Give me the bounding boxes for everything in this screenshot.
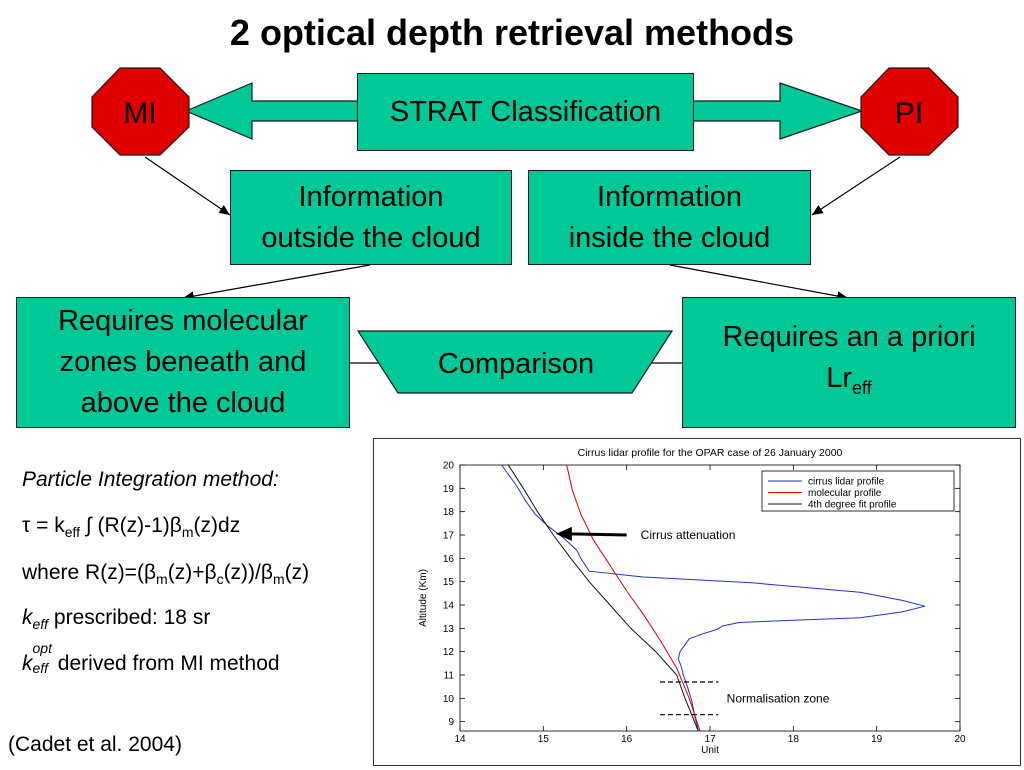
formula-r: where R(z)=(βm(z)+βc(z))/βm(z) — [22, 561, 309, 587]
comparison-shape — [356, 330, 674, 394]
keff-prescribed: keff prescribed: 18 sr — [22, 606, 210, 632]
page-title: 2 optical depth retrieval methods — [229, 12, 795, 53]
lidar-chart-frame: Cirrus lidar profile for the OPAR case o… — [373, 438, 1021, 766]
beta-m-subscript: m — [181, 524, 194, 541]
chart-title: Cirrus lidar profile for the OPAR case o… — [578, 447, 843, 459]
x-tick-label: 15 — [538, 734, 550, 745]
beta-symbol: β — [169, 514, 182, 537]
info-outside-line1: Information — [298, 180, 444, 213]
strat-label: STRAT Classification — [389, 95, 662, 128]
r-mid2: (z))/ — [223, 561, 261, 584]
y-tick-label: 10 — [443, 694, 455, 705]
mi-stop-sign — [91, 67, 190, 156]
beta-symbol: β — [204, 561, 217, 584]
y-tick-label: 17 — [443, 531, 455, 542]
tau-symbol: τ — [22, 514, 31, 537]
cirrus-attenuation-label: Cirrus attenuation — [641, 528, 736, 542]
mi-label: MI — [123, 97, 156, 130]
comparison-label: Comparison — [438, 348, 594, 380]
keff-subscript: eff — [32, 616, 49, 633]
x-tick-label: 14 — [454, 734, 466, 745]
requires-apriori-line1: Requires an a priori — [722, 320, 976, 353]
beta-m-subscript: m — [272, 571, 285, 588]
y-tick-label: 9 — [448, 717, 454, 728]
requires-molecular-line1: Requires molecular — [58, 305, 308, 337]
y-tick-label: 13 — [443, 624, 455, 635]
formula-eq: = k — [30, 514, 65, 537]
x-tick-label: 17 — [704, 734, 716, 745]
x-tick-label: 16 — [621, 734, 633, 745]
beta-symbol: β — [143, 561, 157, 584]
y-tick-label: 11 — [444, 671, 455, 682]
keff-prescribed-text: prescribed: 18 sr — [48, 606, 211, 629]
y-tick-label: 20 — [443, 461, 455, 472]
keff-opt-text: derived from MI method — [51, 652, 280, 675]
y-axis-label: Altitude (Km) — [418, 569, 429, 627]
arrow-pi-to-inside — [811, 156, 901, 216]
requires-apriori-box: Requires an a priori Lreff — [682, 297, 1016, 428]
y-tick-label: 12 — [443, 647, 455, 658]
integral-term: ∫ (R(z)-1) — [80, 514, 170, 537]
beta-c-subscript: c — [216, 571, 224, 588]
legend-label: cirrus lidar profile — [808, 477, 885, 488]
citation: (Cadet et al. 2004) — [8, 733, 182, 756]
lr-subscript: eff — [852, 377, 872, 398]
arrow-mi-to-outside — [144, 156, 231, 216]
formula-tau: τ = keff ∫ (R(z)-1)βm(z)dz — [22, 514, 240, 540]
x-tick-label: 18 — [788, 734, 800, 745]
y-tick-label: 19 — [443, 484, 455, 495]
lr-text: Lr — [826, 361, 853, 394]
cirrus-attenuation-arrowhead — [555, 526, 572, 541]
info-inside-line1: Information — [596, 180, 743, 213]
info-outside-box: Information outside the cloud — [230, 170, 512, 265]
arrow-inside-to-apriori — [669, 264, 849, 301]
info-inside-box: Information inside the cloud — [528, 170, 811, 265]
strat-classification-box: STRAT Classification — [357, 73, 694, 151]
arrow-outside-to-molecular — [182, 264, 371, 301]
series-line-1 — [501, 464, 926, 732]
opt-superscript: opt — [32, 640, 52, 657]
series-line-2 — [566, 464, 701, 732]
x-axis-label: Unit — [701, 745, 719, 756]
legend-label: 4th degree fit profile — [808, 500, 897, 511]
x-tick-label: 20 — [954, 734, 966, 745]
lidar-chart: Cirrus lidar profile for the OPAR case o… — [418, 447, 966, 756]
keff-opt: k opt eff derived from MI method — [22, 641, 280, 677]
requires-molecular-line2: zones beneath and — [59, 346, 307, 378]
pi-label: PI — [895, 97, 923, 130]
y-tick-label: 14 — [443, 601, 455, 612]
formula-tail: (z)dz — [193, 514, 241, 537]
y-tick-label: 15 — [443, 577, 455, 588]
beta-symbol: β — [260, 561, 273, 584]
requires-apriori-line2: Lreff — [826, 358, 871, 409]
info-inside-line2: inside the cloud — [568, 221, 771, 254]
r-prefix: where R(z)=( — [22, 561, 144, 584]
info-outside-line2: outside the cloud — [261, 221, 481, 254]
k-symbol: k — [22, 606, 33, 629]
keff-subscript: eff — [64, 524, 81, 541]
normalisation-zone-label: Normalisation zone — [727, 691, 830, 705]
pi-stop-sign — [860, 67, 959, 156]
k-symbol: k — [22, 652, 33, 675]
method-title: Particle Integration method: — [22, 468, 279, 491]
requires-molecular-box: Requires molecular zones beneath and abo… — [16, 297, 350, 428]
y-tick-label: 16 — [443, 554, 455, 565]
keff-subscript: eff — [32, 660, 49, 677]
y-tick-label: 18 — [443, 507, 455, 518]
x-tick-label: 19 — [871, 734, 883, 745]
series-line-3 — [507, 464, 699, 732]
r-tail: (z) — [284, 561, 310, 584]
requires-molecular-line3: above the cloud — [80, 387, 286, 419]
r-mid1: (z)+ — [167, 561, 205, 584]
legend-label: molecular profile — [808, 488, 882, 499]
cirrus-attenuation-arrow — [569, 532, 627, 537]
beta-m-subscript: m — [156, 571, 168, 588]
